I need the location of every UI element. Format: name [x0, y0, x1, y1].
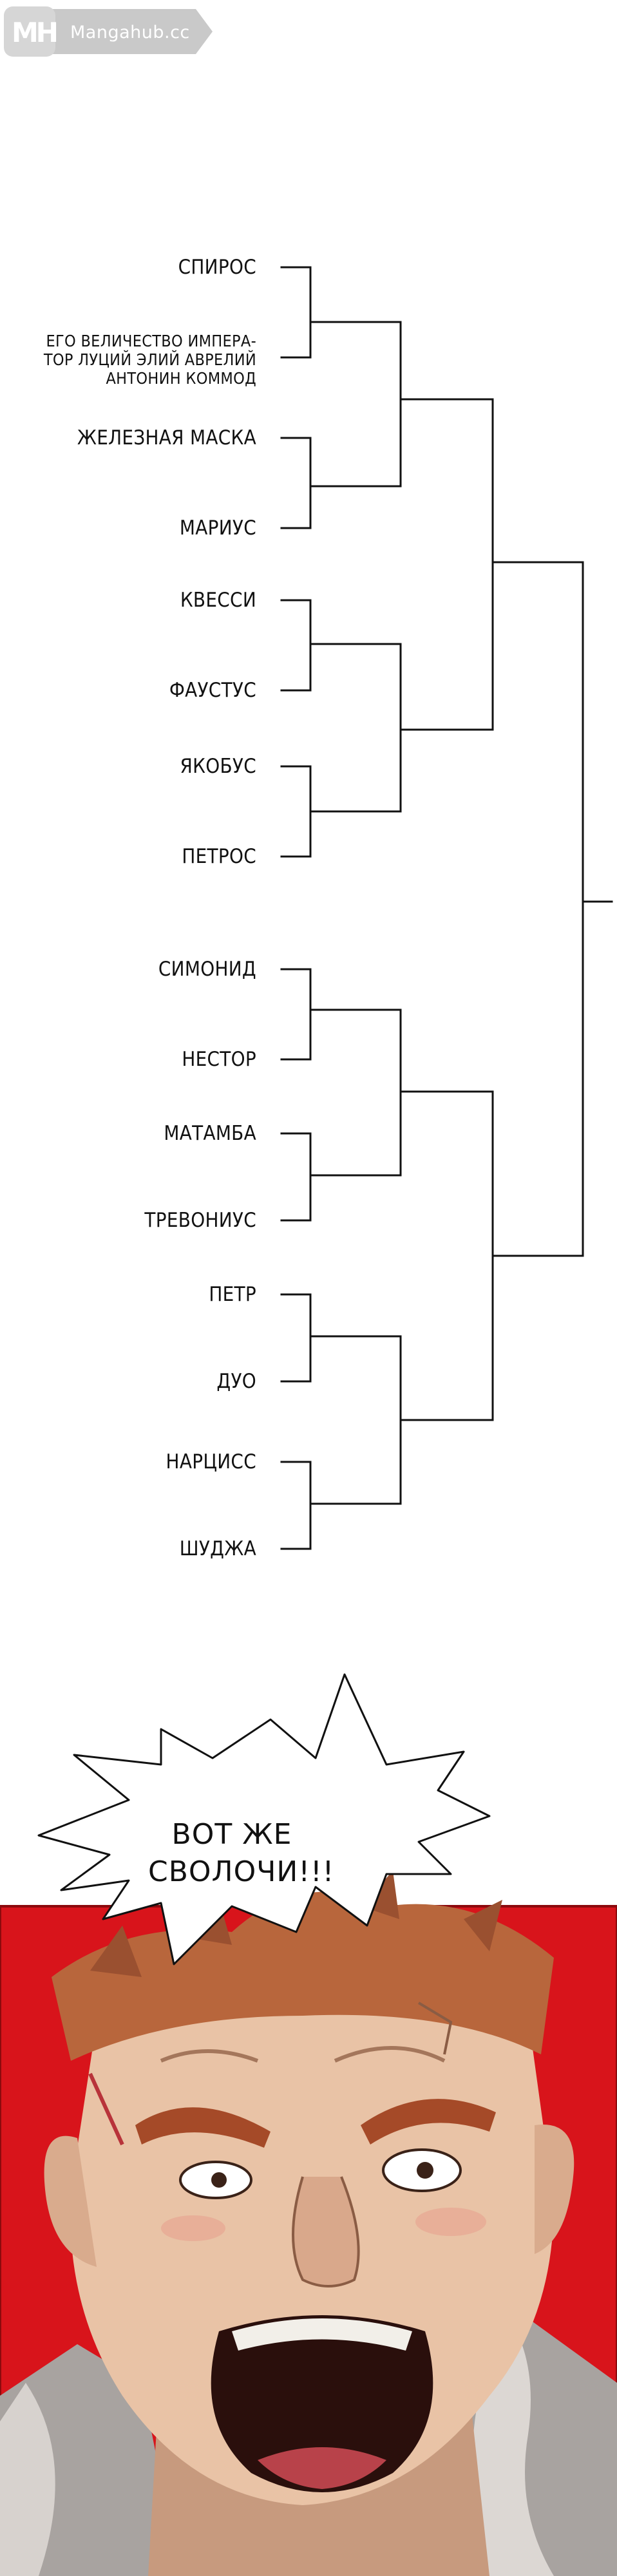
- participant-faustus: ФАУСТУС: [169, 679, 256, 702]
- participant-yakobus: ЯКОБУС: [180, 755, 256, 778]
- participant-trevonius: ТРЕВОНИУС: [144, 1209, 256, 1232]
- participant-iron-mask: ЖЕЛЕЗНАЯ МАСКА: [77, 426, 256, 450]
- participant-shudzha: ШУДЖА: [179, 1537, 256, 1560]
- speech-bubble: [37, 1673, 491, 1965]
- participant-nartsiss: НАРЦИСС: [166, 1450, 256, 1473]
- participant-marius: МАРИУС: [179, 516, 256, 540]
- watermark-site: Mangahub.cc: [70, 23, 190, 43]
- participant-emperor-commodus: ЕГО ВЕЛИЧЕСТВО ИМПЕРА- ТОР ЛУЦИЙ ЭЛИЙ АВ…: [43, 332, 256, 388]
- watermark-logo-icon: MH: [12, 17, 59, 48]
- participant-petr: ПЕТР: [209, 1283, 256, 1306]
- speech-bubble-text: ВОТ ЖЕ СВОЛОЧИ!!!: [148, 1818, 335, 1888]
- participant-matamba: МАТАМБА: [164, 1122, 256, 1145]
- participant-nestor: НЕСТОР: [182, 1048, 256, 1071]
- participant-petros: ПЕТРОС: [182, 845, 256, 868]
- bracket-lines: [280, 266, 613, 1550]
- angry-man-panel: [0, 1871, 617, 2576]
- participant-spiros: СПИРОС: [178, 256, 256, 279]
- watermark-badge: [4, 6, 213, 57]
- tournament-bracket: СПИРОС ЕГО ВЕЛИЧЕСТВО ИМПЕРА- ТОР ЛУЦИЙ …: [43, 256, 613, 1560]
- watermark: MH Mangahub.cc: [3, 5, 215, 58]
- participant-simonid: СИМОНИД: [158, 958, 256, 981]
- participant-kvessi: КВЕССИ: [180, 589, 256, 612]
- participant-duo: ДУО: [216, 1370, 256, 1393]
